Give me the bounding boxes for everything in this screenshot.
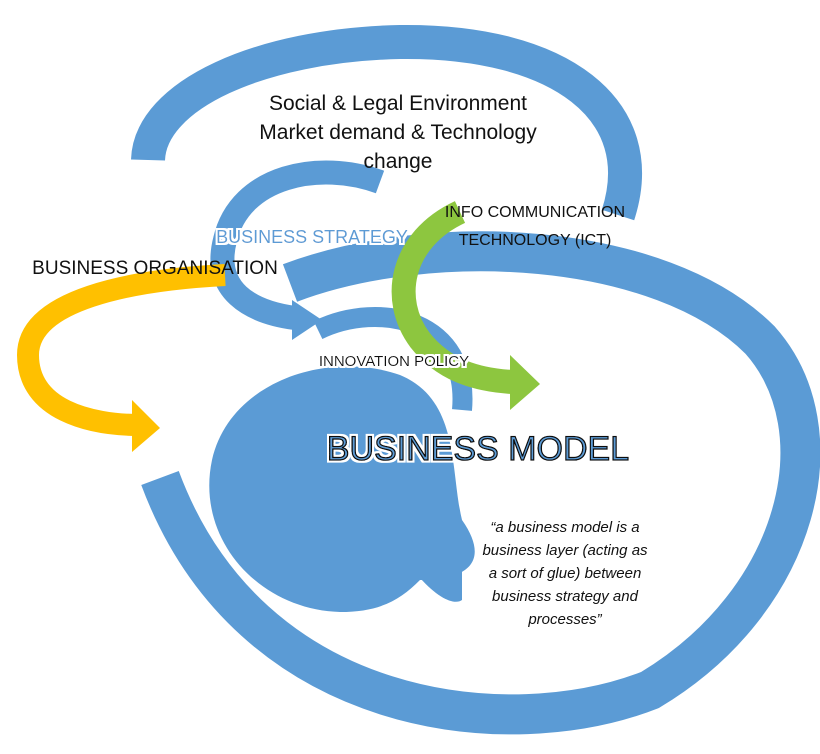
- environment-loop-arc: [131, 24, 642, 221]
- ict-arrowhead: [510, 355, 540, 410]
- organisation-arrowhead: [132, 400, 160, 452]
- business-model-tail: [420, 520, 462, 602]
- business-model-outer-loop: [141, 231, 820, 735]
- innovation-policy-label: INNOVATION POLICY: [319, 353, 469, 370]
- business-strategy-arrowhead: [292, 300, 322, 340]
- business-strategy-arc: [210, 160, 385, 330]
- business-strategy-label: BUSINESS STRATEGY: [216, 227, 408, 247]
- environment-label-line3: change: [364, 150, 433, 173]
- quote-line2: business layer (acting as: [482, 542, 648, 559]
- ict-label-line1: INFO COMMUNICATION: [445, 204, 625, 221]
- ict-label-line2: TECHNOLOGY (ICT): [459, 232, 612, 249]
- quote-line5: processes”: [527, 611, 602, 628]
- environment-label-line1: Social & Legal Environment: [269, 92, 527, 115]
- business-model-core: [209, 366, 475, 612]
- quote-line1: “a business model is a: [490, 519, 639, 536]
- organisation-arrow-arc: [16, 264, 226, 436]
- quote-line4: business strategy and: [492, 588, 639, 605]
- environment-label-line2: Market demand & Technology: [259, 121, 537, 144]
- ict-arrow-arc: [391, 201, 513, 394]
- quote-line3: a sort of glue) between: [489, 565, 642, 582]
- business-organisation-label: BUSINESS ORGANISATION: [32, 258, 278, 279]
- business-model-title: BUSINESS MODEL: [327, 430, 629, 468]
